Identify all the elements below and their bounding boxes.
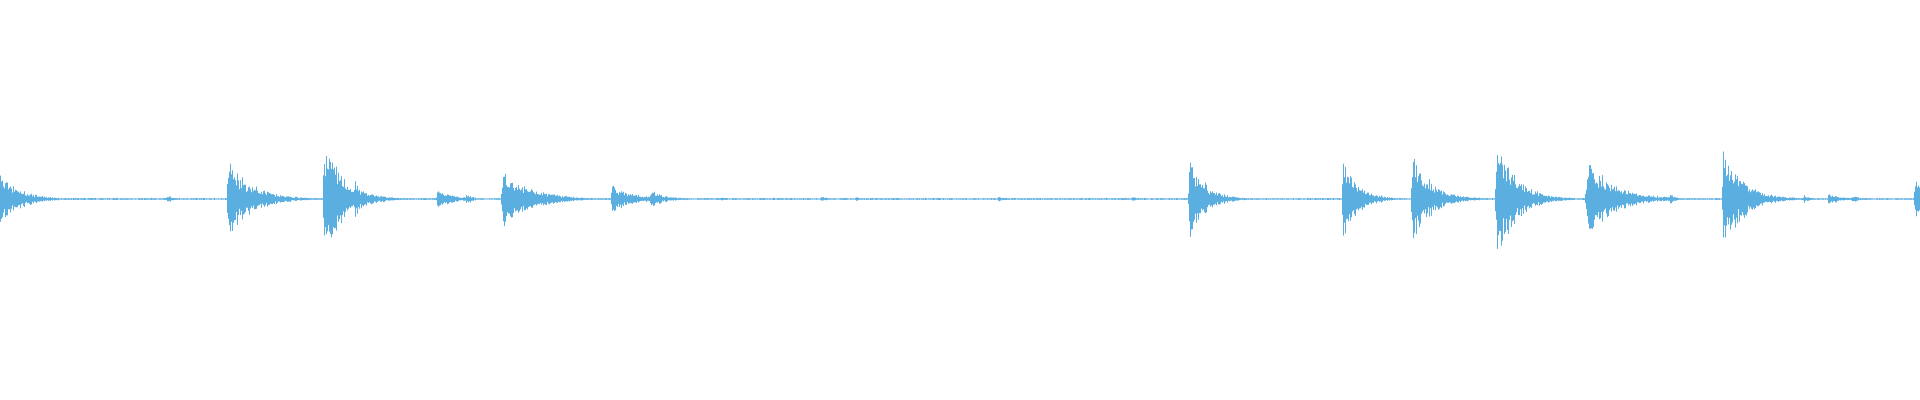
waveform-path xyxy=(0,151,1920,249)
waveform-bars xyxy=(0,151,1920,249)
